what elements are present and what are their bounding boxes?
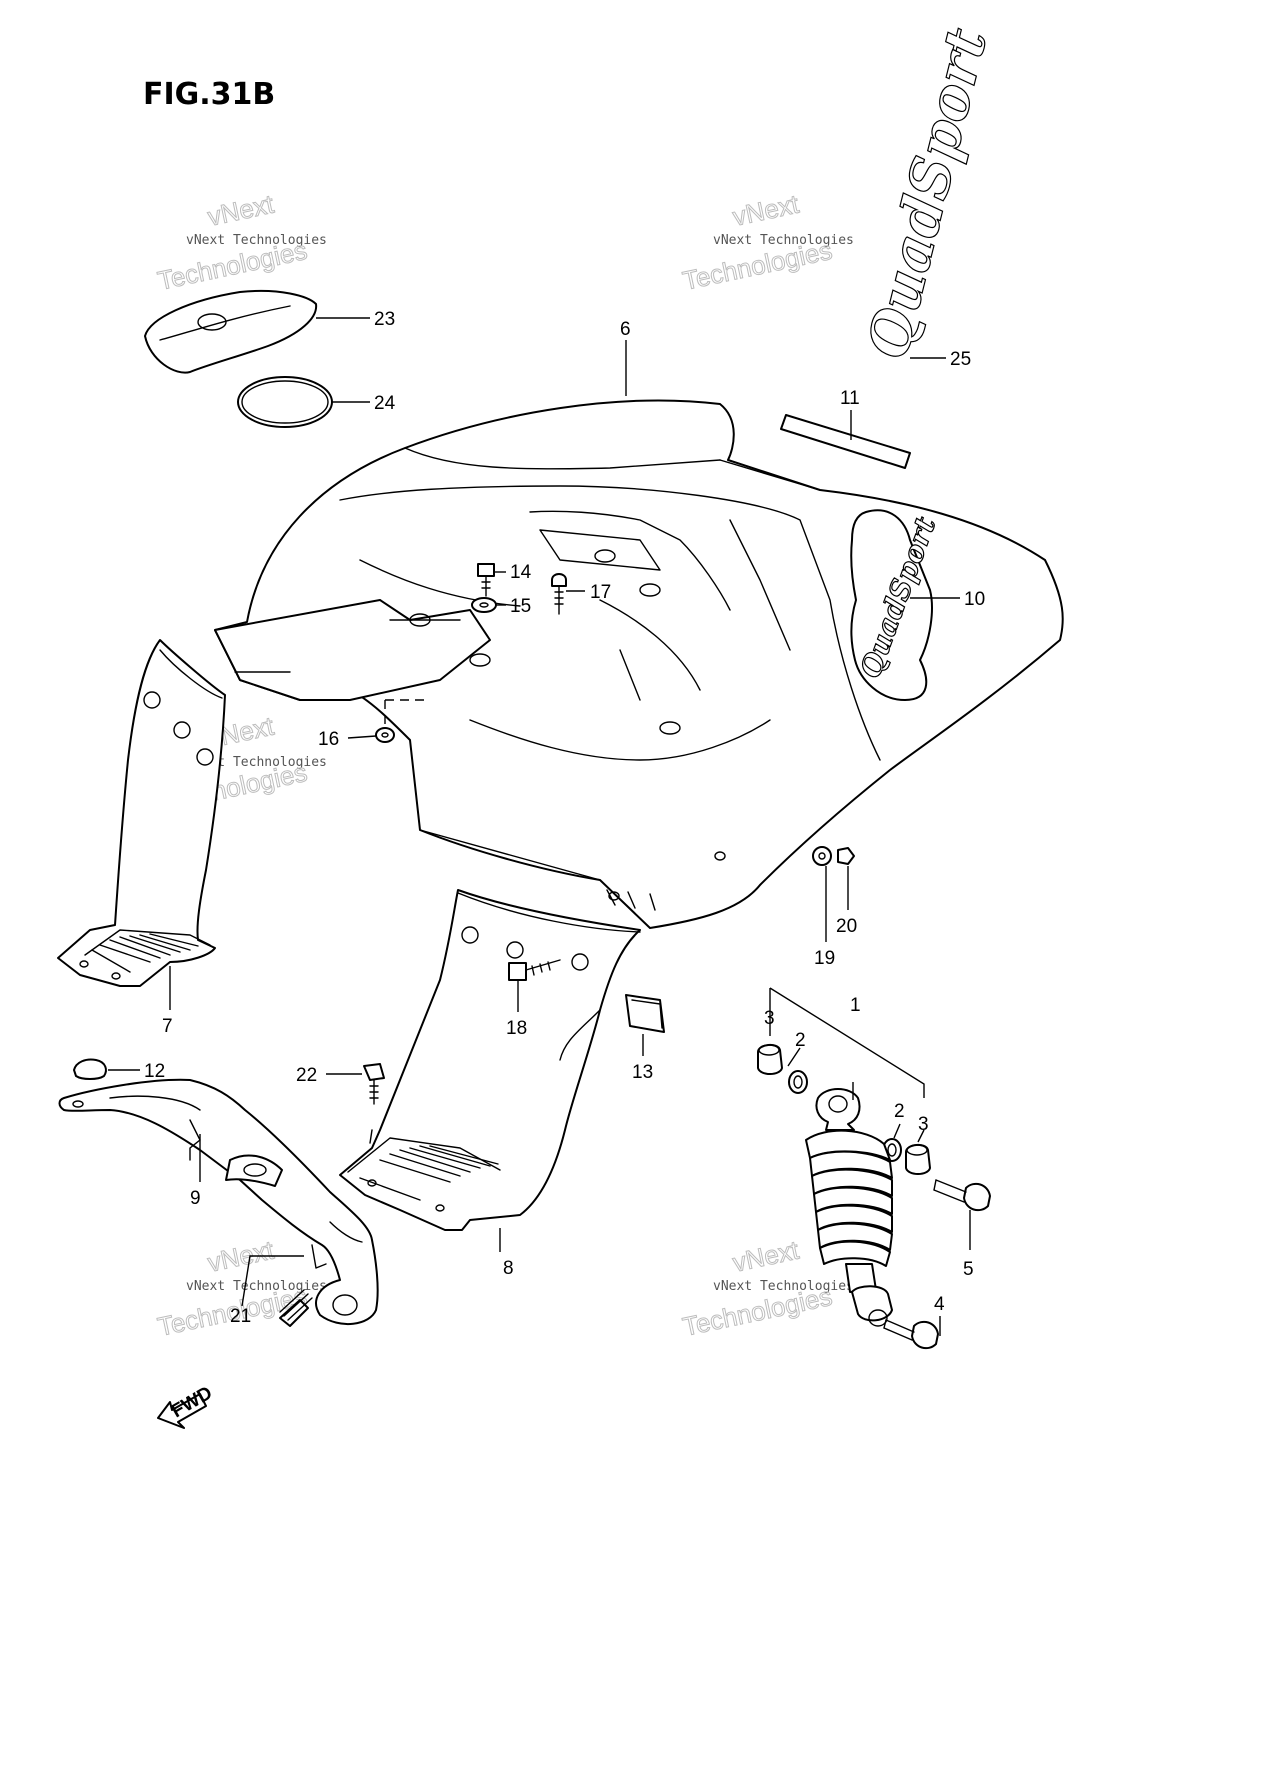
part-25-decal: QuadSport xyxy=(854,21,1001,366)
svg-text:vNext: vNext xyxy=(730,1235,802,1278)
part-9-grab-bar xyxy=(58,1078,379,1326)
callout-11: 11 xyxy=(840,388,860,409)
callout-6: 6 xyxy=(620,319,631,340)
callout-9: 9 xyxy=(190,1188,201,1209)
callout-18: 18 xyxy=(506,1018,527,1039)
callout-labels: 23 24 6 25 11 10 14 15 17 16 7 18 13 19 … xyxy=(144,309,985,1327)
part-4-bolt xyxy=(883,1319,939,1350)
leader-lines xyxy=(108,317,971,1336)
watermark-top-left: vNext vNext Technologies Technologies xyxy=(155,188,327,296)
callout-5: 5 xyxy=(963,1259,974,1280)
svg-text:QuadSport: QuadSport xyxy=(855,22,1001,365)
part-6-rear-fender xyxy=(214,399,1064,929)
callout-24: 24 xyxy=(374,393,396,414)
callout-10: 10 xyxy=(964,589,985,610)
svg-text:vNext Technologies: vNext Technologies xyxy=(186,233,327,248)
callout-17: 17 xyxy=(590,582,611,603)
callout-4: 4 xyxy=(934,1294,945,1315)
callout-16: 16 xyxy=(318,729,339,750)
part-17-screw xyxy=(551,573,567,615)
callout-13: 13 xyxy=(632,1062,653,1083)
svg-text:vNext: vNext xyxy=(205,189,277,232)
part-5-bolt xyxy=(933,1179,991,1212)
callout-22: 22 xyxy=(296,1065,317,1086)
part-13-reflector xyxy=(625,994,665,1033)
callout-12: 12 xyxy=(144,1061,165,1082)
callout-21: 21 xyxy=(230,1306,251,1327)
callout-25: 25 xyxy=(950,349,971,370)
svg-text:vNext Technologies: vNext Technologies xyxy=(186,1279,327,1294)
svg-text:vNext Technologies: vNext Technologies xyxy=(713,233,854,248)
watermark-top-right: vNext vNext Technologies Technologies xyxy=(680,188,854,296)
part-21-bolt xyxy=(279,1289,313,1327)
part-8-right-mudguard xyxy=(339,889,641,1231)
part-15-washer xyxy=(471,597,497,613)
callout-23: 23 xyxy=(374,309,395,330)
part-20-nut xyxy=(837,847,855,865)
part-1-shock-absorber xyxy=(805,1088,893,1327)
callout-15: 15 xyxy=(510,596,531,617)
figure-title: FIG.31B xyxy=(143,77,275,112)
part-2-washer-left xyxy=(788,1070,808,1094)
part-3-bushing-left xyxy=(757,1044,783,1075)
callout-14: 14 xyxy=(510,562,532,583)
svg-text:vNext Technologies: vNext Technologies xyxy=(713,1279,854,1294)
part-19-washer xyxy=(812,846,832,866)
svg-text:vNext: vNext xyxy=(730,189,802,232)
part-12-cap xyxy=(73,1058,107,1080)
part-22-bolt xyxy=(363,1063,385,1105)
part-7-left-mudguard xyxy=(57,639,226,987)
part-23-cap-cover xyxy=(144,289,318,374)
callout-3-right: 3 xyxy=(918,1114,929,1135)
part-24-o-ring xyxy=(237,376,333,428)
fwd-arrow-icon: FWD xyxy=(157,1383,216,1429)
part-14-bolt xyxy=(477,563,495,597)
callout-8: 8 xyxy=(503,1258,514,1279)
callout-20: 20 xyxy=(836,916,857,937)
callout-7: 7 xyxy=(162,1016,173,1037)
callout-19: 19 xyxy=(814,948,835,969)
callout-2-left: 2 xyxy=(795,1030,806,1051)
part-11-strip xyxy=(780,414,911,469)
callout-1: 1 xyxy=(850,995,861,1016)
callout-2-right: 2 xyxy=(894,1101,905,1122)
callout-3-left: 3 xyxy=(764,1008,775,1029)
part-3-bushing-right xyxy=(905,1144,931,1175)
part-16-nut xyxy=(375,727,395,743)
part-18-bolt xyxy=(508,959,561,981)
svg-text:FWD: FWD xyxy=(168,1383,216,1423)
